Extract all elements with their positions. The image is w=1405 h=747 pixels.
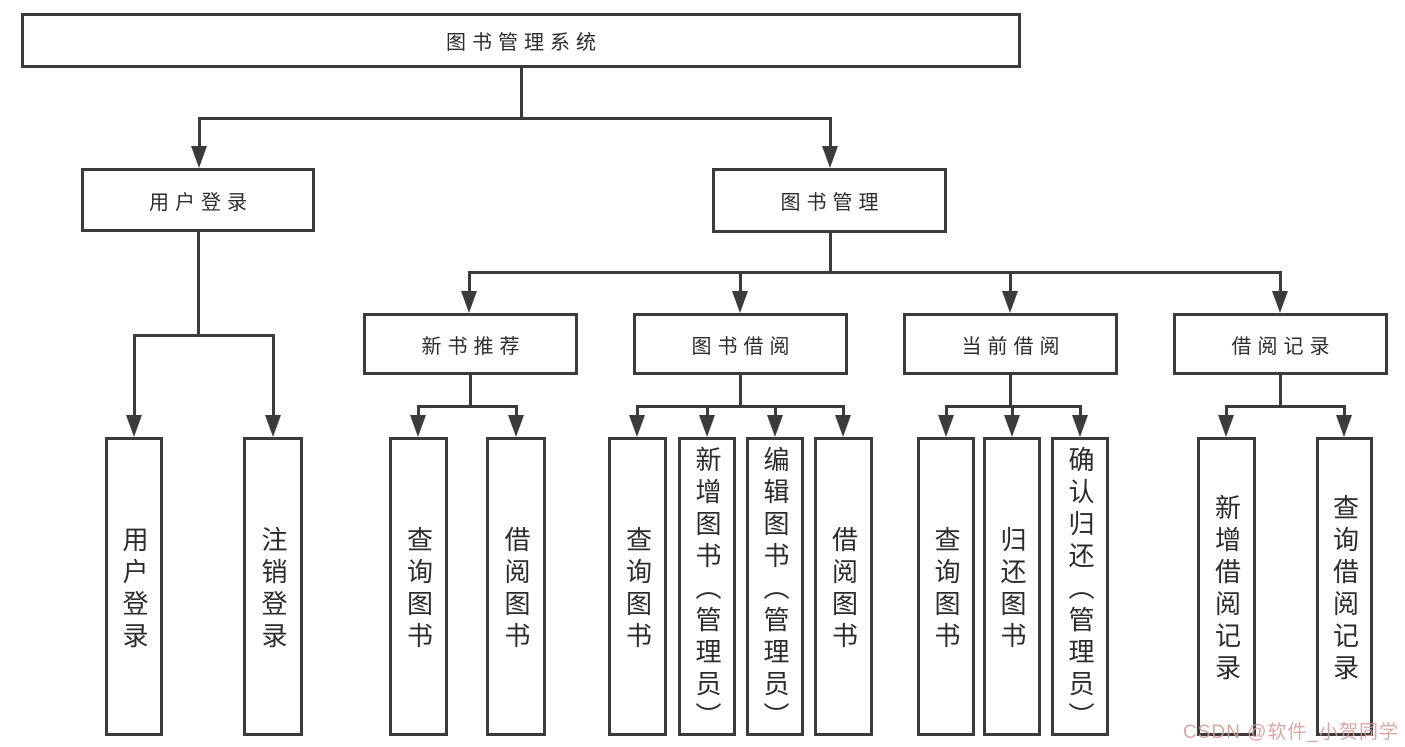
connector-line [519,68,523,118]
connector-line [1224,405,1228,417]
connector-line [944,405,948,417]
arrow-down-icon [822,146,838,168]
node-root-label: 图书管理系统 [446,32,602,54]
leaf-confirm-return-admin: 确认归还（管理员） [1051,437,1109,736]
connector-line [738,271,742,293]
arrow-down-icon [265,415,281,437]
connector-line [1224,404,1346,408]
leaf-borrow-edit-admin: 编辑图书（管理员） [746,437,804,736]
arrow-down-icon [461,291,477,313]
arrow-down-icon [938,415,954,437]
connector-line [416,405,420,417]
leaf-borrow-add-admin-label: 新增图书（管理员） [692,445,722,734]
leaf-record-query: 查询借阅记录 [1316,437,1373,736]
leaf-return-book-label: 归还图书 [997,525,1027,654]
connector-line [271,334,275,417]
connector-line [1010,405,1014,417]
leaf-current-query-label: 查询图书 [931,525,961,654]
connector-line [1278,271,1282,293]
leaf-newbook-query-label: 查询图书 [403,525,434,654]
csdn-watermark: CSDN @软件_小贺同学 [1183,722,1399,743]
arrow-down-icon [732,291,748,313]
leaf-user-login-label: 用户登录 [119,525,149,654]
leaf-logout: 注销登录 [243,437,303,736]
leaf-newbook-query: 查询图书 [389,437,448,736]
leaf-record-add-label: 新增借阅记录 [1211,493,1242,686]
leaf-record-add: 新增借阅记录 [1197,437,1256,736]
leaf-confirm-return-admin-label: 确认归还（管理员） [1065,445,1095,734]
node-borrow-record-label: 借阅记录 [1231,335,1336,358]
leaf-return-book: 归还图书 [983,437,1041,736]
leaf-borrow-book: 借阅图书 [814,437,873,736]
leaf-newbook-borrow: 借阅图书 [486,437,546,736]
node-current-borrow-label: 当前借阅 [961,335,1066,358]
leaf-record-query-label: 查询借阅记录 [1329,493,1360,686]
connector-line [1078,405,1082,417]
connector-line [514,405,518,417]
leaf-logout-label: 注销登录 [258,525,288,654]
leaf-newbook-borrow-label: 借阅图书 [501,525,531,654]
connector-line [197,117,201,150]
connector-line [132,334,136,417]
connector-line [705,405,709,417]
arrow-down-icon [126,415,142,437]
connector-line [132,333,275,337]
leaf-borrow-query-label: 查询图书 [622,525,653,654]
node-book-borrow-label: 图书借阅 [691,335,796,358]
node-borrow-record: 借阅记录 [1173,313,1388,375]
node-book-borrow: 图书借阅 [633,313,848,375]
arrow-down-icon [1272,291,1288,313]
arrow-down-icon [1002,291,1018,313]
connector-line [738,375,742,406]
connector-line [828,233,832,272]
node-user-login-label: 用户登录 [149,191,253,214]
connector-line [1278,375,1282,406]
connector-line [467,271,471,293]
node-book-management-label: 图书管理 [780,192,885,214]
connector-line [1342,405,1346,417]
node-new-book-recommend: 新书推荐 [363,313,578,375]
leaf-borrow-add-admin: 新增图书（管理员） [678,437,736,736]
arrow-down-icon [191,146,207,168]
connector-line [467,270,1282,274]
arrow-down-icon [767,415,783,437]
arrow-down-icon [508,415,524,437]
connector-line [416,404,518,408]
arrow-down-icon [835,415,851,437]
leaf-current-query: 查询图书 [917,437,975,736]
connector-line [635,404,845,408]
connector-line [1008,375,1012,406]
node-user-login: 用户登录 [81,168,315,232]
connector-line [635,405,639,417]
arrow-down-icon [699,415,715,437]
connector-line [773,405,777,417]
arrow-down-icon [1072,415,1088,437]
node-root: 图书管理系统 [21,13,1021,68]
arrow-down-icon [410,415,426,437]
connector-line [468,375,472,406]
node-current-borrow: 当前借阅 [903,313,1118,375]
leaf-borrow-query: 查询图书 [608,437,667,736]
connector-line [828,117,832,150]
node-book-management: 图书管理 [712,168,947,233]
arrow-down-icon [629,415,645,437]
node-new-book-recommend-label: 新书推荐 [421,335,526,358]
connector-line [197,116,832,120]
connector-line [841,405,845,417]
leaf-borrow-book-label: 借阅图书 [828,525,859,654]
arrow-down-icon [1004,415,1020,437]
arrow-down-icon [1336,415,1352,437]
connector-line [1008,271,1012,293]
arrow-down-icon [1218,415,1234,437]
leaf-user-login: 用户登录 [105,437,163,736]
connector-line [196,232,200,335]
leaf-borrow-edit-admin-label: 编辑图书（管理员） [760,445,790,734]
